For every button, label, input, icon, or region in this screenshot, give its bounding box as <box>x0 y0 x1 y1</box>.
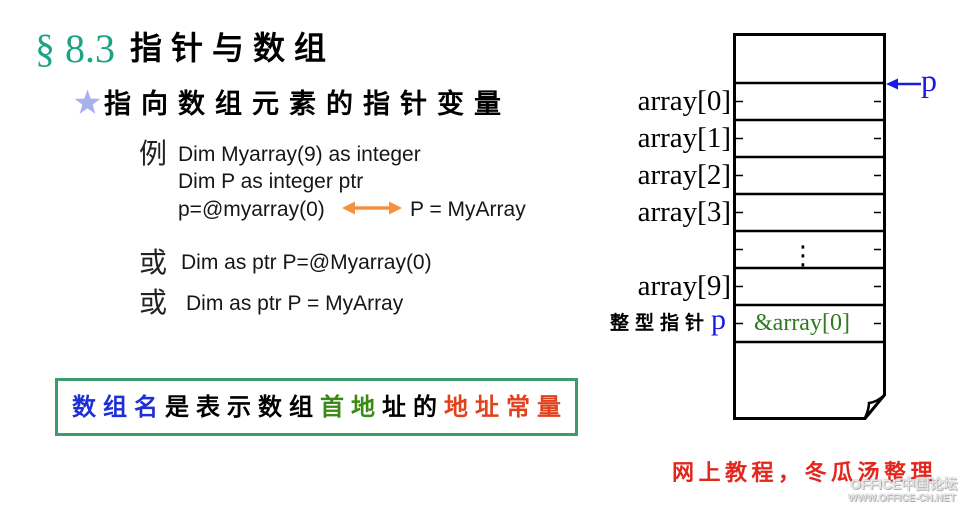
watermark-name: OFFICE中国论坛 <box>850 476 958 492</box>
note-segment: 地址常量 <box>444 393 568 421</box>
alternative-label: 或 <box>139 286 168 319</box>
double-arrow-left-head <box>342 201 355 215</box>
memory-ellipsis: ⋮ <box>790 241 816 271</box>
credit-text: 网上教程，冬瓜汤整理 <box>672 461 938 486</box>
memory-cell-label: array[2] <box>638 159 731 191</box>
pointer-label: p <box>921 62 937 98</box>
watermark-url: WWW.OFFICE-CN.NET <box>848 493 956 504</box>
section-title: 指针与数组 <box>130 29 336 67</box>
memory-cell-ticks <box>736 100 881 325</box>
alternative-code: Dim as ptr P = MyArray <box>186 292 404 315</box>
code-line: Dim P as integer ptr <box>178 170 364 193</box>
note-box: 数组名是表示数组首地址的地址常量 <box>55 378 578 436</box>
memory-cell-label: array[3] <box>638 196 731 228</box>
star-icon-shape <box>74 89 101 114</box>
memory-cell-label: array[1] <box>638 122 731 154</box>
example-label: 例 <box>139 137 168 170</box>
note-segment: 首地 <box>320 393 382 421</box>
note-segment: 址的 <box>382 393 444 421</box>
pointer-cell-label: p <box>711 303 726 336</box>
note-segment: 数组名 <box>72 393 165 421</box>
equivalent-code: P = MyArray <box>410 198 526 221</box>
code-line: Dim Myarray(9) as integer <box>178 143 421 166</box>
star-icon <box>74 89 101 114</box>
alternative-label: 或 <box>139 246 168 279</box>
pointer-arrow <box>886 78 921 90</box>
section-number: § 8.3 <box>35 26 115 71</box>
pointer-cell-description: 整型指针 <box>610 311 710 334</box>
pointer-cell-value: &array[0] <box>754 310 850 336</box>
double-arrow-icon <box>342 201 402 215</box>
memory-cell-dividers <box>734 81 884 344</box>
pointer-arrow-head <box>886 78 898 90</box>
code-line: p=@myarray(0) <box>178 198 325 221</box>
memory-diagram: array[0] array[1] array[2] array[3] ⋮ ar… <box>610 33 937 420</box>
note-segment: 是表示数组 <box>165 393 320 421</box>
subheading: 指向数组元素的指针变量 <box>104 89 511 120</box>
memory-block-outline <box>733 33 886 420</box>
alternative-code: Dim as ptr P=@Myarray(0) <box>181 251 432 274</box>
memory-cell-label: array[9] <box>638 270 731 302</box>
double-arrow-right-head <box>389 201 402 215</box>
memory-cell-label: array[0] <box>638 85 731 117</box>
page-curl-fold <box>863 394 886 419</box>
